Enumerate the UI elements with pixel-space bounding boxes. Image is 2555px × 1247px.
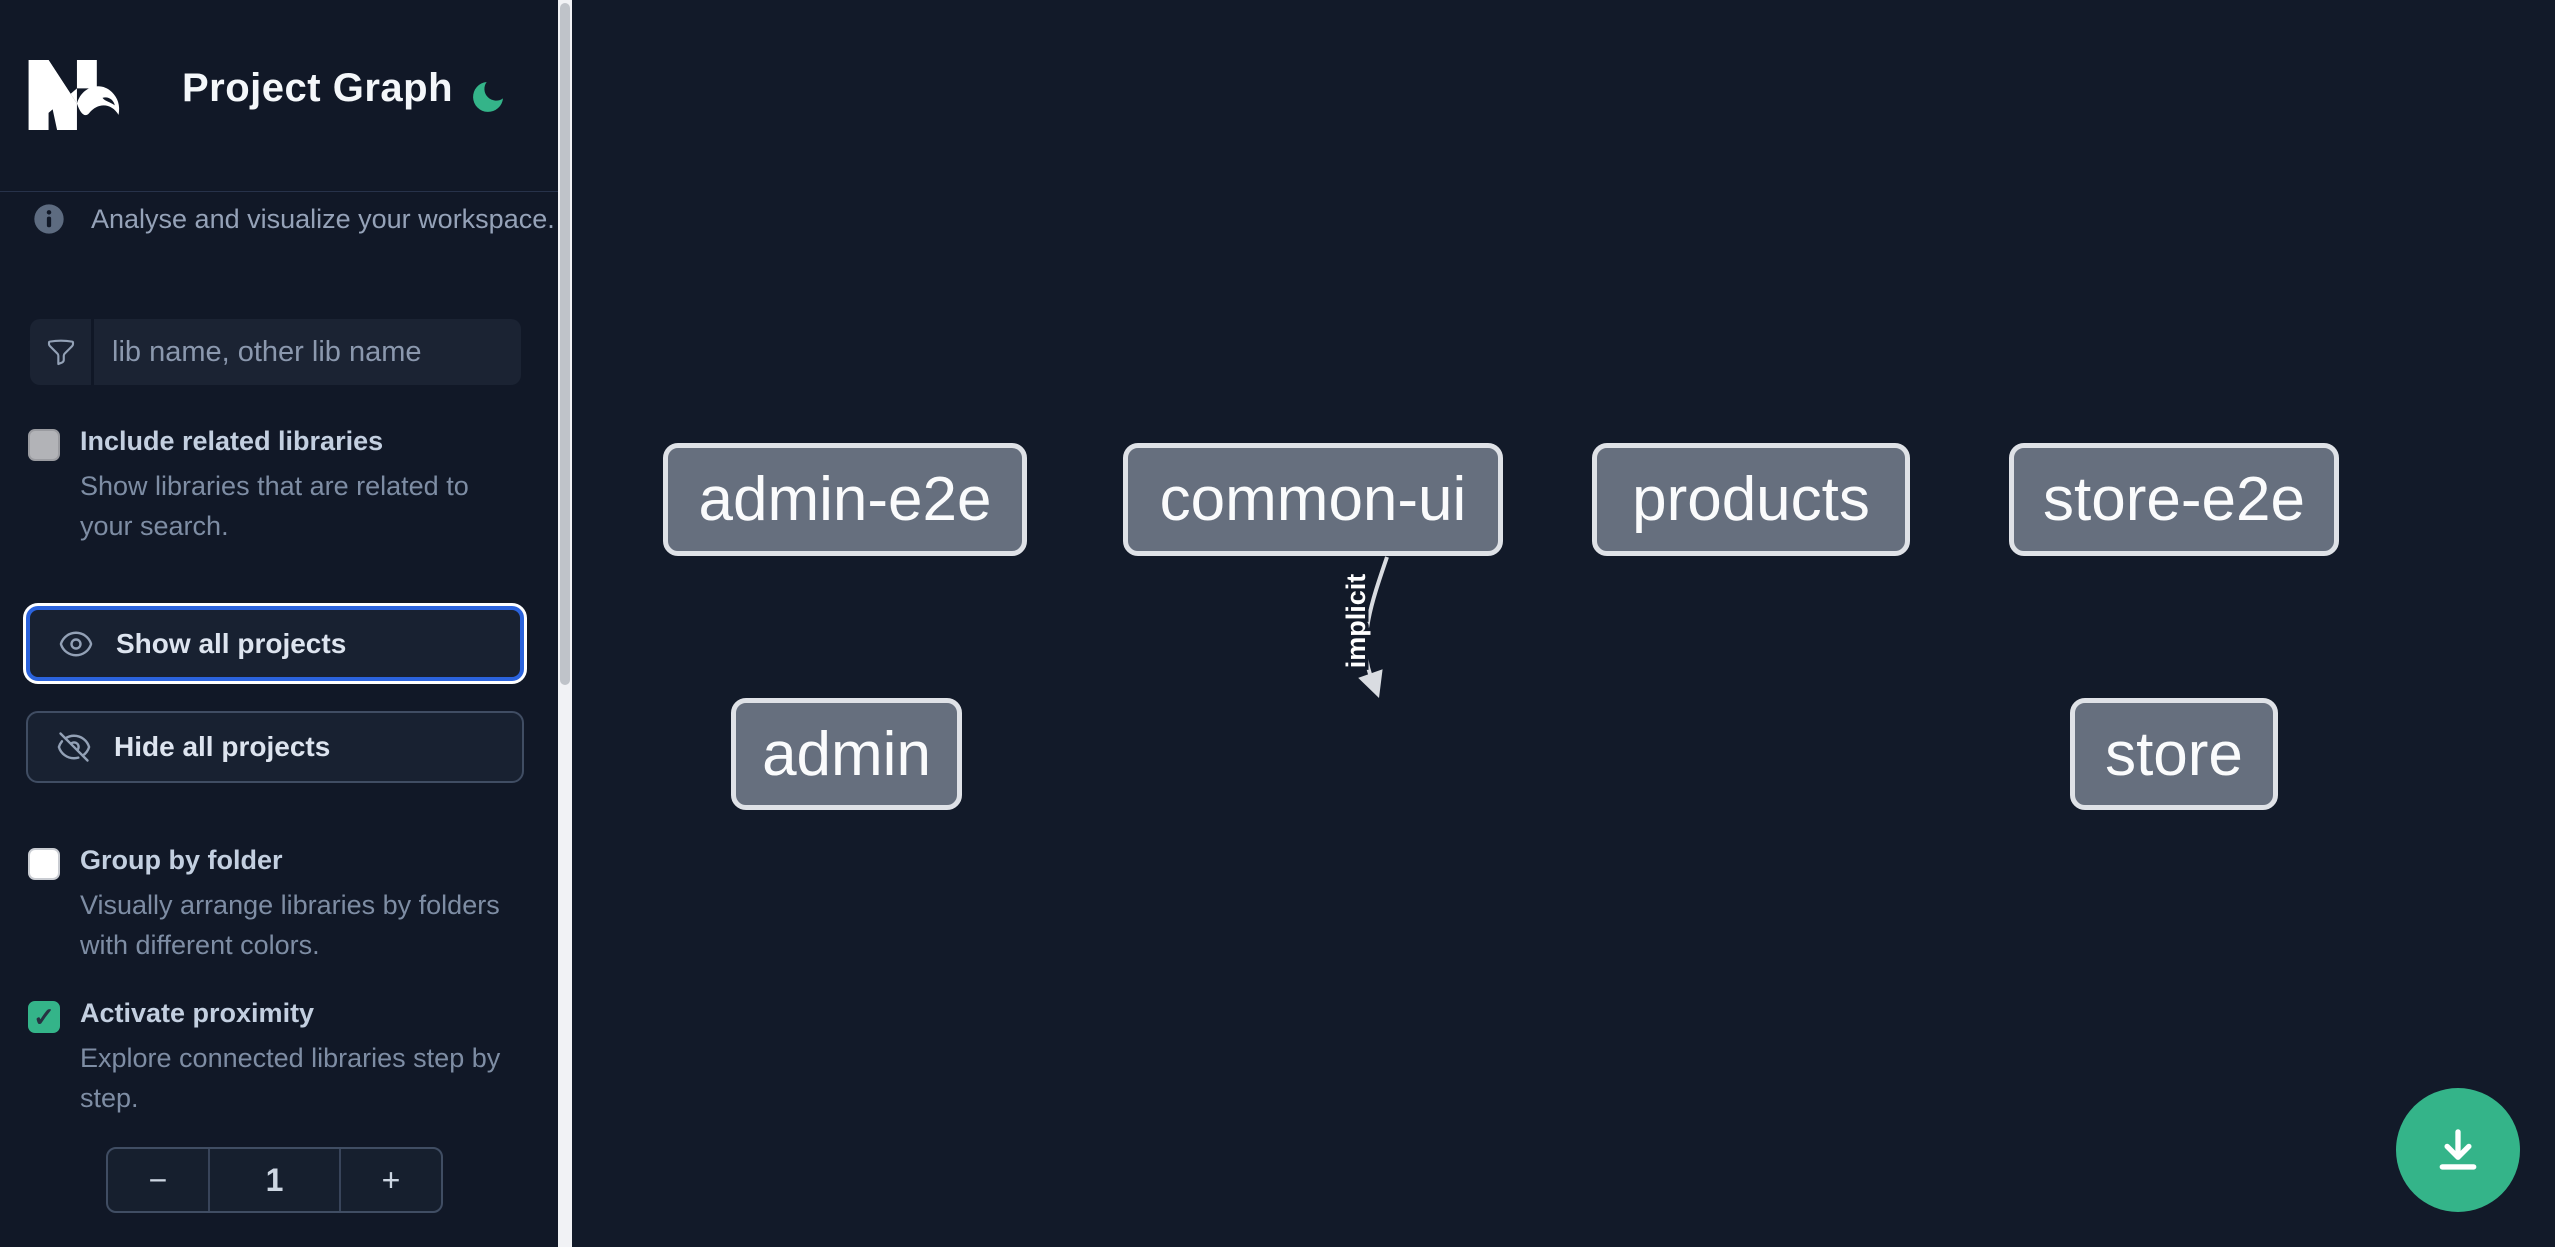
workspace-info-text: Analyse and visualize your workspace. bbox=[91, 203, 555, 234]
download-graph-button[interactable] bbox=[2396, 1088, 2520, 1212]
graph-node-store[interactable]: store bbox=[2070, 698, 2278, 810]
dark-mode-toggle[interactable] bbox=[464, 74, 512, 122]
option-include-related-libraries: Include related libraries Show libraries… bbox=[28, 424, 528, 546]
search-input[interactable] bbox=[94, 319, 521, 385]
graph-node-products[interactable]: products bbox=[1592, 443, 1910, 556]
graph-edges: implicit implicit bbox=[1338, 556, 1389, 698]
option-description: Visually arrange libraries by folders wi… bbox=[80, 890, 500, 960]
sidebar: Project Graph Analyse and visualize your… bbox=[0, 0, 558, 1247]
sidebar-header: Project Graph bbox=[0, 0, 558, 192]
checkmark-icon: ✓ bbox=[33, 1001, 55, 1032]
graph-canvas[interactable]: implicit implicit admin-e2e common-ui pr… bbox=[572, 0, 2555, 1247]
option-description: Explore connected libraries step by step… bbox=[80, 1043, 501, 1113]
hide-all-projects-label: Hide all projects bbox=[114, 731, 331, 762]
option-activate-proximity: ✓ Activate proximity Explore connected l… bbox=[28, 996, 528, 1118]
edge-label-implicit: implicit bbox=[1341, 574, 1371, 669]
proximity-depth-stepper: − 1 + bbox=[106, 1147, 443, 1213]
proximity-depth-value: 1 bbox=[208, 1149, 341, 1211]
hide-all-projects-button[interactable]: Hide all projects bbox=[26, 711, 524, 783]
option-label: Activate proximity bbox=[80, 998, 315, 1028]
graph-node-admin[interactable]: admin bbox=[731, 698, 962, 810]
increment-button[interactable]: + bbox=[341, 1149, 441, 1211]
graph-node-store-e2e[interactable]: store-e2e bbox=[2009, 443, 2339, 556]
show-all-projects-button[interactable]: Show all projects bbox=[26, 606, 524, 681]
option-description: Show libraries that are related to your … bbox=[80, 471, 469, 541]
checkbox-group-by-folder[interactable] bbox=[28, 848, 60, 880]
graph-node-admin-e2e[interactable]: admin-e2e bbox=[663, 443, 1027, 556]
sidebar-scrollbar[interactable] bbox=[558, 0, 572, 1247]
option-group-by-folder: Group by folder Visually arrange librari… bbox=[28, 843, 528, 965]
checkbox-activate-proximity[interactable]: ✓ bbox=[28, 1001, 60, 1033]
filter-search bbox=[30, 319, 521, 385]
moon-icon bbox=[473, 81, 503, 112]
nx-logo-icon bbox=[28, 60, 120, 130]
option-label: Include related libraries bbox=[80, 426, 384, 456]
workspace-info: Analyse and visualize your workspace. bbox=[33, 203, 555, 235]
option-label: Group by folder bbox=[80, 845, 283, 875]
page-title: Project Graph bbox=[182, 66, 454, 110]
eye-off-icon bbox=[57, 732, 91, 762]
edge-admin-e2e-admin[interactable]: implicit bbox=[1338, 556, 1389, 698]
graph-node-common-ui[interactable]: common-ui bbox=[1123, 443, 1503, 556]
download-icon bbox=[2439, 1129, 2477, 1170]
checkbox-include-related[interactable] bbox=[28, 429, 60, 461]
info-icon bbox=[34, 204, 64, 234]
arrowhead-icon bbox=[1358, 669, 1383, 698]
decrement-button[interactable]: − bbox=[108, 1149, 208, 1211]
eye-icon bbox=[59, 631, 93, 656]
scrollbar-thumb[interactable] bbox=[560, 3, 570, 685]
funnel-icon bbox=[30, 319, 94, 385]
show-all-projects-label: Show all projects bbox=[116, 627, 347, 659]
